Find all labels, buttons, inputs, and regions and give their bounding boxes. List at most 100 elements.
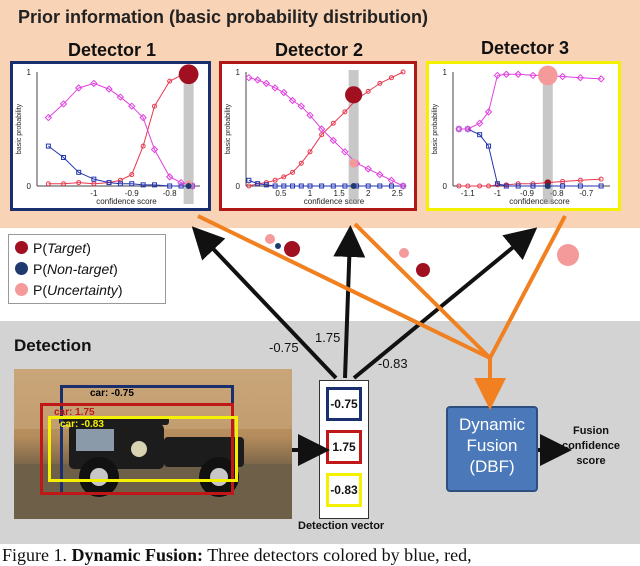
point-uncertainty-8 [150, 145, 159, 154]
y-axis-label: basic probability [225, 103, 232, 154]
point-target-1 [465, 183, 471, 189]
legend-item-uncertainty: P(Uncertainty) [15, 282, 122, 298]
x-tick-label-1: -0.9 [125, 189, 139, 198]
point-uncertainty-7 [529, 71, 537, 80]
highlight-dot-non-target [185, 183, 192, 189]
point-uncertainty-5 [502, 70, 511, 78]
point-non-target-1 [61, 155, 67, 160]
arrow-score-a: -0.75 [269, 340, 299, 355]
point-uncertainty-1 [253, 76, 262, 84]
point-non-target-7 [530, 183, 536, 189]
point-uncertainty-9 [165, 173, 174, 181]
point-uncertainty-4 [493, 71, 502, 80]
dbf-line-3: (DBF) [469, 457, 515, 476]
point-uncertainty-3 [484, 108, 493, 116]
point-uncertainty-9 [329, 136, 337, 145]
point-non-target-9 [330, 183, 336, 189]
point-non-target-7 [307, 183, 313, 189]
point-target-13 [377, 80, 383, 86]
point-uncertainty-9 [558, 72, 567, 81]
point-non-target-4 [494, 181, 500, 187]
point-uncertainty-3 [271, 84, 279, 92]
point-uncertainty-10 [341, 148, 349, 156]
x-tick-label-2: -0.8 [163, 189, 177, 198]
y-tick-label-0: 0 [443, 182, 448, 191]
x-tick-label-3: -0.8 [550, 189, 564, 198]
detection-vector-label: Detection vector [298, 520, 385, 532]
point-uncertainty-4 [105, 85, 113, 93]
highlight-dot-target [345, 86, 363, 104]
vector-cell-1: -0.75 [326, 387, 362, 421]
point-target-6 [129, 172, 135, 178]
point-non-target-10 [577, 183, 583, 189]
point-uncertainty-1 [464, 125, 472, 133]
dbf-line-1: Dynamic [458, 415, 526, 434]
series-line-target [48, 71, 193, 185]
point-target-5 [117, 177, 123, 183]
point-target-2 [477, 183, 483, 189]
point-target-9 [330, 120, 336, 126]
x-tick-label-4: -0.7 [579, 189, 593, 198]
point-uncertainty-10 [576, 73, 585, 82]
point-target-1 [61, 181, 67, 187]
point-target-12 [365, 88, 371, 94]
point-target-14 [388, 75, 394, 81]
x-tick-label-0: -1.1 [461, 189, 475, 198]
y-tick-label-1: 1 [27, 68, 32, 77]
point-uncertainty-10 [177, 178, 185, 187]
point-non-target-0 [45, 143, 51, 149]
point-non-target-10 [178, 183, 184, 189]
box-detector-3 [48, 416, 238, 482]
series-line-uncertainty [48, 82, 193, 187]
y-tick-label-1: 1 [236, 68, 241, 77]
point-uncertainty-6 [297, 102, 305, 110]
x-tick-label-2: 1.5 [334, 189, 346, 198]
point-uncertainty-0 [245, 73, 253, 82]
legend-item-non-target: P(Non-target) [15, 261, 118, 277]
point-non-target-1 [255, 181, 261, 187]
mass-dot-target-1 [284, 241, 300, 257]
point-target-9 [167, 78, 173, 84]
point-non-target-13 [377, 183, 383, 189]
series-line-non-target [248, 179, 404, 187]
mass-dot-non-target-1 [275, 243, 281, 249]
x-tick-label-0: -1 [90, 189, 98, 198]
point-non-target-4 [281, 183, 287, 189]
point-target-5 [290, 169, 296, 175]
point-non-target-15 [400, 183, 406, 189]
x-tick-label-4: 2.5 [392, 189, 404, 198]
x-tick-label-1: 1 [308, 189, 313, 198]
point-non-target-4 [106, 180, 112, 186]
point-uncertainty-2 [262, 79, 271, 88]
point-target-0 [246, 183, 252, 189]
point-target-6 [298, 160, 304, 166]
y-axis-label: basic probability [432, 103, 439, 154]
point-uncertainty-0 [455, 125, 463, 133]
point-non-target-3 [91, 176, 97, 182]
y-tick-label-0: 0 [236, 182, 241, 191]
x-axis-label: confidence score [96, 197, 157, 206]
x-axis-label: confidence score [509, 197, 570, 206]
x-tick-label-0: 0.5 [275, 189, 287, 198]
point-uncertainty-6 [128, 102, 136, 110]
y-tick-label-1: 1 [443, 68, 448, 77]
dbf-block: Dynamic Fusion (DBF) [446, 406, 538, 492]
point-target-10 [577, 177, 583, 183]
dbf-line-2: Fusion [466, 436, 518, 455]
point-non-target-8 [152, 182, 158, 188]
point-uncertainty-7 [139, 113, 147, 122]
arrow-score-c: -0.83 [378, 356, 408, 371]
point-non-target-11 [598, 183, 604, 189]
point-uncertainty-11 [597, 75, 605, 83]
point-uncertainty-13 [376, 170, 384, 179]
x-tick-label-2: -0.9 [520, 189, 534, 198]
detector-3-title: Detector 3 [481, 38, 570, 58]
point-target-3 [486, 183, 492, 189]
legend-item-target: P(Target) [15, 240, 91, 256]
point-non-target-5 [290, 183, 296, 189]
vector-cell-2: 1.75 [326, 430, 362, 464]
